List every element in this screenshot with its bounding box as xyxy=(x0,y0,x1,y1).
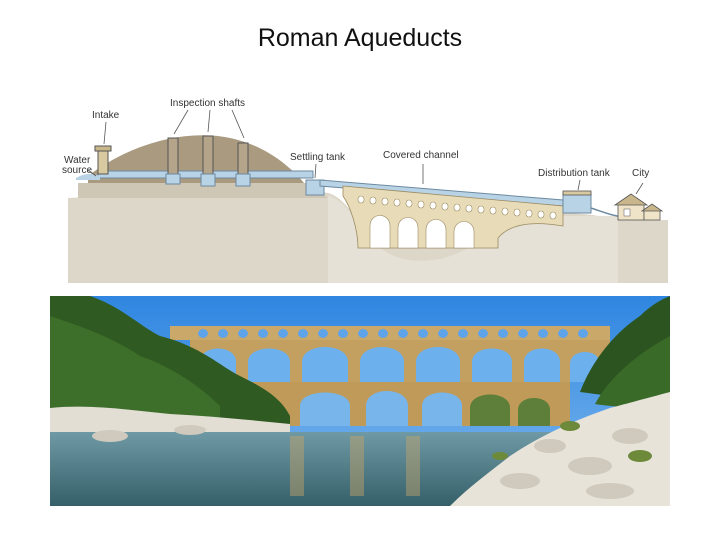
upper-arches xyxy=(357,195,557,220)
label-inspection-shafts: Inspection shafts xyxy=(170,98,245,109)
lower-arches xyxy=(369,215,475,249)
pont-du-gard-photo xyxy=(50,296,670,506)
water-source xyxy=(76,174,100,180)
aqueduct-diagram: Intake Inspection shafts Water source Se… xyxy=(62,98,668,283)
shaft-base-3 xyxy=(235,173,251,187)
shaft-base-2 xyxy=(200,173,216,187)
shaft-base-1 xyxy=(165,173,181,185)
label-distribution-tank: Distribution tank xyxy=(538,168,611,179)
hill xyxy=(88,135,308,188)
slide-title: Roman Aqueducts xyxy=(257,24,463,52)
intake-tower xyxy=(97,149,109,175)
hill-lower xyxy=(78,183,328,198)
shaft-2 xyxy=(202,135,214,181)
shrubs-right xyxy=(492,421,652,462)
label-water-source-1: Water xyxy=(64,155,91,166)
label-settling-tank: Settling tank xyxy=(290,152,346,163)
shaft-1 xyxy=(167,137,179,179)
label-city: City xyxy=(632,168,649,179)
rock-details xyxy=(92,425,648,499)
label-intake: Intake xyxy=(92,110,120,121)
distribution-tank xyxy=(562,192,592,214)
river-reflection xyxy=(290,436,420,496)
city-buildings xyxy=(613,193,664,221)
label-water-source-2: source xyxy=(62,165,92,176)
label-covered-channel: Covered channel xyxy=(383,150,459,161)
